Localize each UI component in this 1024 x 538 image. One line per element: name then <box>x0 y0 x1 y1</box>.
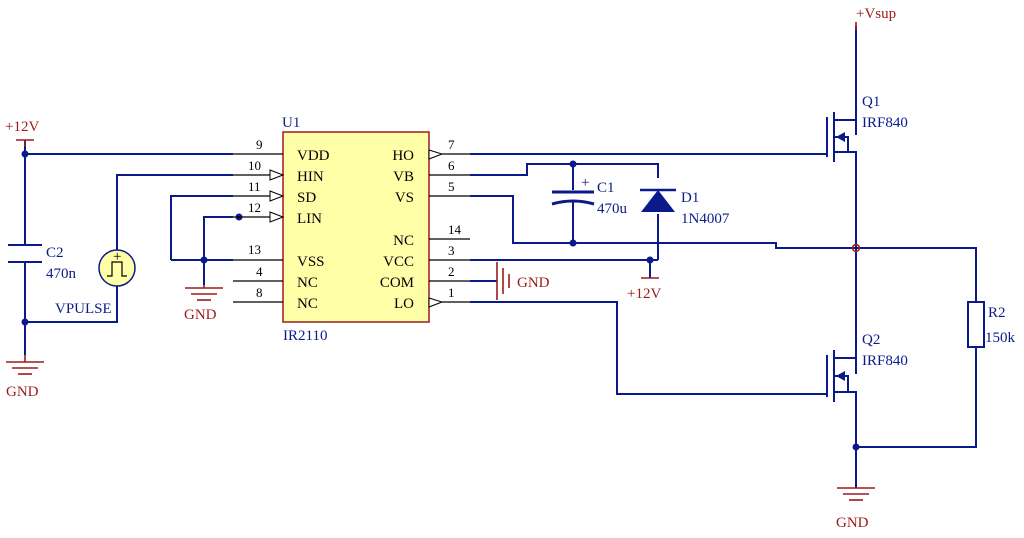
ic-right-pins: 7 6 5 14 3 2 1 HO VB VS NC VCC COM LO <box>380 137 470 312</box>
gnd-label: GND <box>6 384 39 400</box>
pin-name: VDD <box>297 148 330 164</box>
component-ref: C2 <box>46 245 64 261</box>
gnd-label: GND <box>517 275 550 291</box>
ic-u1[interactable]: U1 IR2110 9 10 11 12 13 4 8 VDD HIN SD L… <box>233 115 470 344</box>
midpoint-junction <box>851 243 861 253</box>
junction-dot <box>21 318 29 326</box>
pin-number: 13 <box>248 242 261 257</box>
junction-dot <box>200 256 208 264</box>
pin-number: 6 <box>448 158 455 173</box>
wire-sd <box>170 195 233 260</box>
junction-dot <box>852 443 860 451</box>
pin-number: 9 <box>256 137 263 152</box>
component-ref: C1 <box>597 180 615 196</box>
pin-number: 4 <box>256 264 263 279</box>
gnd-label: GND <box>184 307 217 323</box>
capacitor-c1[interactable]: + C1 470u <box>551 175 628 217</box>
gnd-label: GND <box>836 515 869 531</box>
wire-hin <box>116 174 233 250</box>
component-ref: D1 <box>681 190 699 206</box>
pin-name: VS <box>395 190 414 206</box>
pin-number: 5 <box>448 179 455 194</box>
power-label: +12V <box>627 286 661 302</box>
mosfet-q2[interactable]: Q2 IRF840 <box>818 332 908 412</box>
junction-dot <box>646 256 654 264</box>
pin-name: SD <box>297 190 316 206</box>
diode-triangle <box>641 190 675 212</box>
pin-name: COM <box>380 275 414 291</box>
pin-name: HO <box>392 148 414 164</box>
junction-dot <box>569 160 577 168</box>
component-value: 470n <box>46 266 77 282</box>
gnd-symbol-com: GND <box>496 262 550 300</box>
pin-name: VSS <box>297 254 325 270</box>
pin-number: 1 <box>448 285 455 300</box>
diode-d1[interactable]: D1 1N4007 <box>640 188 730 227</box>
junctions <box>21 150 860 451</box>
pin-number: 7 <box>448 137 455 152</box>
gnd-symbol-right: GND <box>836 487 875 531</box>
pin-name: VB <box>393 169 414 185</box>
component-ref: VPULSE <box>55 301 112 317</box>
wire-r2-bottom <box>856 347 977 448</box>
resistor-body <box>967 301 985 348</box>
wire-vs <box>470 195 856 249</box>
source-polarity: + <box>113 249 121 265</box>
pulse-waveform-icon <box>107 261 127 277</box>
pin-number: 14 <box>448 222 462 237</box>
pin-name: NC <box>297 296 318 312</box>
vpulse-source[interactable]: + VPULSE <box>55 244 136 317</box>
pin-name: LO <box>394 296 414 312</box>
pin-name: NC <box>393 233 414 249</box>
pin-number: 2 <box>448 264 455 279</box>
gnd-symbol-left: GND <box>6 355 44 400</box>
wire-vpulse-bottom <box>25 286 118 323</box>
resistor-r2[interactable]: R2 150k <box>967 301 1016 348</box>
pin-number: 3 <box>448 243 455 258</box>
component-ref: R2 <box>988 305 1006 321</box>
pin-name: NC <box>297 275 318 291</box>
wire-r2-top <box>856 247 977 302</box>
component-value: IRF840 <box>862 353 908 369</box>
pin-number: 11 <box>248 179 261 194</box>
pin-number: 10 <box>248 158 261 173</box>
junction-dot <box>21 150 29 158</box>
power-12v-right: +12V <box>627 277 661 302</box>
ic-left-pins: 9 10 11 12 13 4 8 VDD HIN SD LIN VSS NC … <box>233 137 330 312</box>
junction-dot <box>569 239 577 247</box>
component-value: 1N4007 <box>681 211 730 227</box>
power-label: +Vsup <box>856 6 896 22</box>
component-ref: Q2 <box>862 332 880 348</box>
mosfet-q1[interactable]: Q1 IRF840 <box>818 94 908 172</box>
wire-lo <box>470 301 818 395</box>
component-value: 470u <box>597 201 628 217</box>
component-ref: Q1 <box>862 94 880 110</box>
component-value: 150k <box>985 330 1016 346</box>
component-value: IRF840 <box>862 115 908 131</box>
power-vsup: +Vsup <box>855 6 896 30</box>
ic-designator: U1 <box>282 115 300 131</box>
gnd-symbol-vss: GND <box>184 285 223 323</box>
ic-part-name: IR2110 <box>283 328 327 344</box>
pin-name: LIN <box>297 211 322 227</box>
wires <box>24 26 977 488</box>
pin-name: HIN <box>297 169 324 185</box>
pin-number: 12 <box>248 200 261 215</box>
power-label: +12V <box>5 119 39 135</box>
pin-number: 8 <box>256 285 263 300</box>
source-body <box>98 249 136 287</box>
wire-vb <box>470 163 659 178</box>
capacitor-c2[interactable]: C2 470n <box>8 244 77 282</box>
wire-lin <box>203 216 233 260</box>
ic-body <box>282 131 430 323</box>
power-12v-left: +12V <box>5 119 39 147</box>
pin-name: VCC <box>383 254 414 270</box>
capacitor-polarity: + <box>581 175 589 191</box>
